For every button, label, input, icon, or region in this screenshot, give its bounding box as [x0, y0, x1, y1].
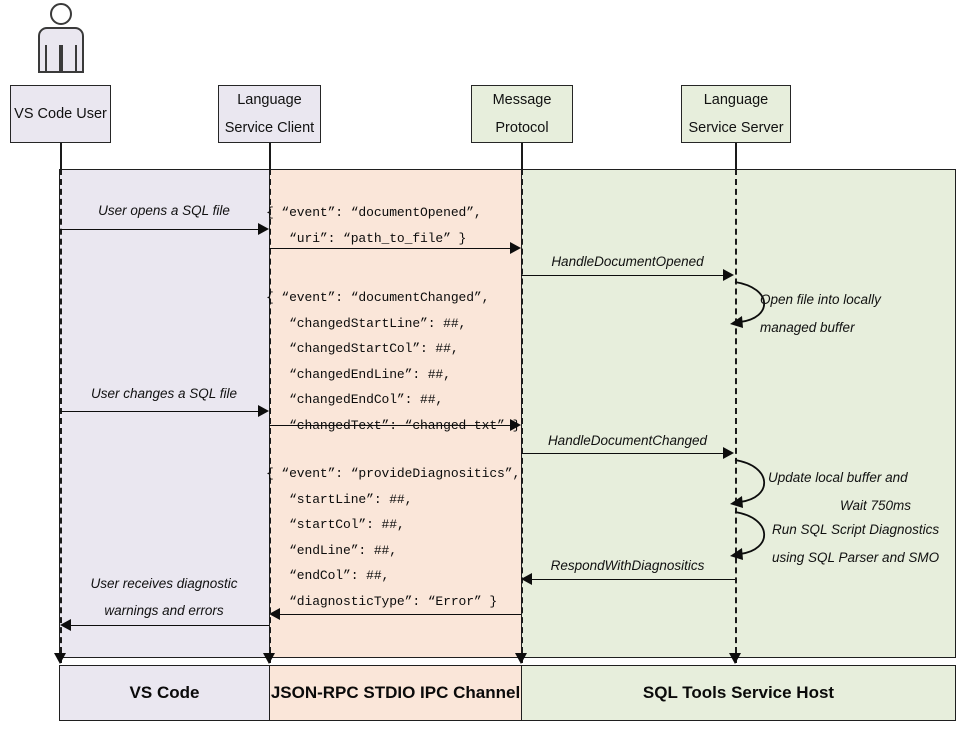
note-update-buffer-wait: Update local buffer and Wait 750ms [768, 464, 962, 520]
message-arrow-document-opened-to-protocol [269, 248, 511, 249]
note-line1: Run SQL Script Diagnostics [772, 522, 940, 537]
self-loop-run-diagnostics [730, 511, 765, 560]
band-service-host [521, 169, 956, 658]
footer-label-ipc-channel: JSON-RPC STDIO IPC Channel [270, 683, 521, 702]
lifeline-end-arrow-client [263, 653, 275, 664]
note-line2: managed buffer [760, 320, 855, 335]
message-label-line1: User receives diagnostic [90, 576, 238, 591]
note-line2: Wait 750ms [839, 498, 912, 513]
message-arrow-diagnostics-to-client [279, 614, 521, 615]
lifeline-connector-client [269, 143, 271, 170]
band-vs-code [59, 169, 270, 658]
message-arrowhead-document-opened-to-protocol [510, 242, 521, 254]
lifeline-end-arrow-vs-code-user [54, 653, 66, 664]
message-arrow-user-opens-sql-file [60, 229, 259, 230]
note-line1: Update local buffer and [768, 470, 908, 485]
actor-head-icon [50, 3, 72, 25]
self-loop-update-buffer-wait [730, 459, 765, 508]
message-label-respond-with-diagnosistics: RespondWithDiagnositics [550, 558, 705, 573]
message-arrow-document-changed-to-protocol [269, 425, 511, 426]
message-arrowhead-respond-with-diagnosistics [521, 573, 532, 585]
participant-message-protocol[interactable]: Message Protocol [471, 85, 573, 143]
participant-vs-code-user[interactable]: VS Code User [10, 85, 111, 143]
band-ipc-channel [269, 169, 522, 658]
message-arrow-handle-document-opened [521, 275, 724, 276]
message-arrowhead-user-opens-sql-file [258, 223, 269, 235]
lifeline-connector-protocol [521, 143, 523, 170]
message-arrowhead-user-receives-diagnostics [60, 619, 71, 631]
footer-box-vs-code[interactable]: VS Code [59, 665, 270, 721]
participant-language-service-client[interactable]: Language Service Client [218, 85, 321, 143]
self-loop-open-file-buffer [730, 281, 765, 328]
payload-document-changed: { “event”: “documentChanged”, “changedSt… [266, 290, 521, 433]
message-arrow-handle-document-changed [521, 453, 724, 454]
lifeline-connector-vs-code-user [60, 143, 62, 170]
payload-provide-diagnosistics: { “event”: “provideDiagnositics”, “start… [266, 466, 521, 609]
payload-document-opened: { “event”: “documentOpened”, “uri”: “pat… [266, 205, 482, 246]
message-label-handle-document-opened: HandleDocumentOpened [551, 254, 704, 269]
note-line2: using SQL Parser and SMO [772, 550, 940, 565]
participant-label-line2: Service Client [224, 120, 315, 136]
note-line1: Open file into locally [760, 292, 881, 307]
note-open-file-buffer: Open file into locally managed buffer [760, 286, 962, 342]
message-arrowhead-document-changed-to-protocol [510, 419, 521, 431]
participant-label-line2: Protocol [495, 120, 549, 136]
message-label-user-receives-diagnostics: User receives diagnostic warnings and er… [61, 570, 267, 624]
lifeline-vs-code-user [60, 169, 62, 663]
message-arrow-user-receives-diagnostics [70, 625, 269, 626]
footer-label-vs-code: VS Code [129, 683, 200, 702]
footer-box-ipc-channel[interactable]: JSON-RPC STDIO IPC Channel [269, 665, 522, 721]
footer-box-service-host[interactable]: SQL Tools Service Host [521, 665, 956, 721]
lifeline-language-service-server [735, 169, 737, 663]
participant-label-line2: Service Server [688, 120, 784, 136]
message-arrowhead-handle-document-changed [723, 447, 734, 459]
message-label-user-opens-sql-file: User opens a SQL file [98, 203, 230, 218]
message-arrowhead-diagnostics-to-client [269, 608, 280, 620]
lifeline-message-protocol [521, 169, 523, 663]
message-arrowhead-user-changes-sql-file [258, 405, 269, 417]
message-arrow-user-changes-sql-file [60, 411, 259, 412]
participant-label-line1: Language [703, 91, 769, 108]
participant-label-line1: Language [237, 91, 302, 108]
actor-leg-gap [59, 45, 63, 71]
message-arrow-respond-with-diagnosistics [531, 579, 735, 580]
lifeline-language-service-client [269, 169, 271, 663]
message-arrowhead-handle-document-opened [723, 269, 734, 281]
participant-label-line1: Message [492, 91, 552, 108]
participant-language-service-server[interactable]: Language Service Server [681, 85, 791, 143]
participant-label-line1: VS Code User [14, 105, 107, 122]
message-label-handle-document-changed: HandleDocumentChanged [547, 433, 708, 448]
note-run-diagnostics: Run SQL Script Diagnostics using SQL Par… [772, 516, 962, 572]
lifeline-end-arrow-protocol [515, 653, 527, 664]
message-label-user-changes-sql-file: User changes a SQL file [90, 386, 238, 401]
lifeline-connector-server [735, 143, 737, 170]
lifeline-end-arrow-server [729, 653, 741, 664]
message-label-line2: warnings and errors [104, 603, 224, 618]
footer-label-service-host: SQL Tools Service Host [642, 683, 835, 702]
